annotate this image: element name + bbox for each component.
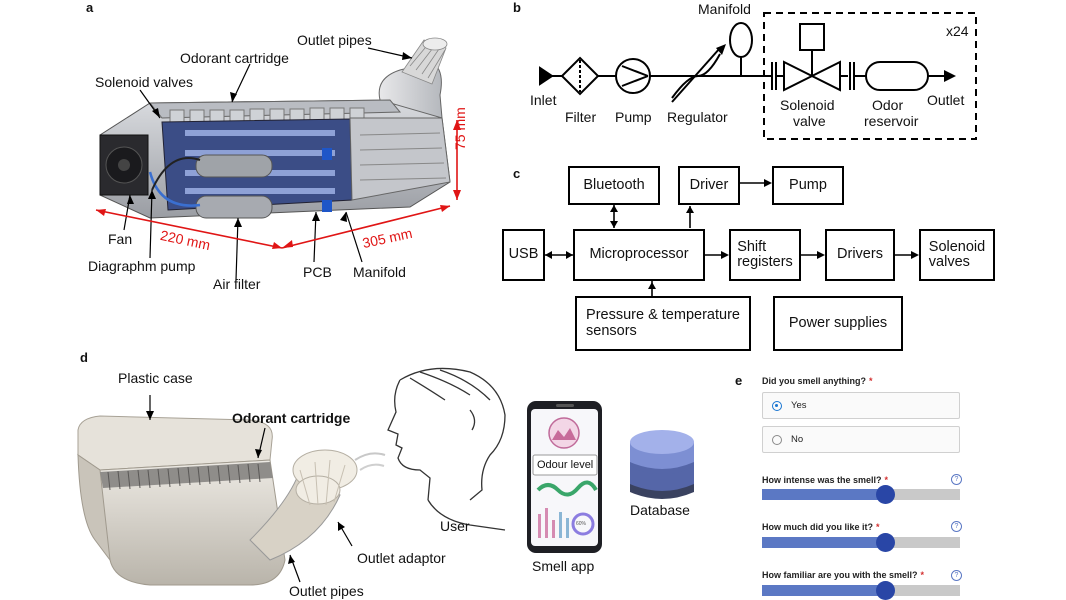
option-yes[interactable]: Yes xyxy=(762,392,960,419)
radio-no[interactable] xyxy=(772,435,782,445)
phone-gauge-value: 60% xyxy=(576,521,587,527)
label-solenoid: Solenoid xyxy=(780,97,835,113)
box-microprocessor: Microprocessor xyxy=(573,229,705,281)
box-driver: Driver xyxy=(678,166,740,205)
slider-knob[interactable] xyxy=(875,581,895,600)
label-plastic-case: Plastic case xyxy=(118,370,193,386)
box-bluetooth: Bluetooth xyxy=(568,166,660,205)
question-3-text: How much did you like it? xyxy=(762,522,874,532)
label-diagraphm-pump: Diagraphm pump xyxy=(88,258,196,274)
slider-fill xyxy=(762,585,885,596)
label-manifold-b: Manifold xyxy=(698,1,751,17)
slider-fill xyxy=(762,489,885,500)
help-icon[interactable]: ? xyxy=(951,570,962,581)
box-shift-registers: Shift registers xyxy=(729,229,801,281)
database-icon xyxy=(630,430,694,499)
box-pressure-sensors: Pressure & temperature sensors xyxy=(575,296,751,351)
dimension-lines xyxy=(95,120,461,249)
survey-question-3: How much did you like it?* xyxy=(762,522,880,532)
required-mark: * xyxy=(869,376,873,386)
survey-question-2: How intense was the smell?* xyxy=(762,475,888,485)
panel-label-a: a xyxy=(86,0,94,15)
label-pump: Pump xyxy=(615,109,652,125)
smartphone xyxy=(527,401,602,553)
user-head xyxy=(387,367,506,531)
label-filter: Filter xyxy=(565,109,596,125)
box-pump: Pump xyxy=(772,166,844,205)
label-fan: Fan xyxy=(108,231,133,247)
survey-question-4: How familiar are you with the smell?* xyxy=(762,570,924,580)
required-mark: * xyxy=(876,522,880,532)
question-1-text: Did you smell anything? xyxy=(762,376,867,386)
box-power-supplies: Power supplies xyxy=(773,296,903,351)
label-outlet-adaptor: Outlet adaptor xyxy=(357,550,446,566)
label-manifold: Manifold xyxy=(353,264,406,280)
option-yes-label: Yes xyxy=(791,400,807,411)
slider-fill xyxy=(762,537,885,548)
required-mark: * xyxy=(920,570,925,580)
device-render xyxy=(95,37,461,281)
slider-intensity[interactable] xyxy=(762,485,960,504)
label-database: Database xyxy=(630,502,690,518)
label-x24: x24 xyxy=(946,23,969,39)
pump-cylinder xyxy=(195,154,273,178)
help-icon[interactable]: ? xyxy=(951,521,962,532)
slider-familiarity[interactable] xyxy=(762,581,960,600)
label-user: User xyxy=(440,518,470,534)
radio-yes[interactable] xyxy=(772,401,782,411)
slider-knob[interactable] xyxy=(875,533,895,552)
wearable-illustration xyxy=(77,367,694,586)
option-no[interactable]: No xyxy=(762,426,960,453)
air-filter-cylinder xyxy=(195,195,273,219)
outlet-pipe-bundle xyxy=(401,37,448,85)
question-4-text: How familiar are you with the smell? xyxy=(762,570,918,580)
pneumatic-schematic: x24 Inlet Filter Pump Regulator Manifold… xyxy=(530,1,977,140)
panel-label-c: c xyxy=(513,166,521,181)
box-drivers: Drivers xyxy=(825,229,895,281)
label-outlet-b: Outlet xyxy=(927,92,964,108)
block-diagram-connectors xyxy=(545,179,919,296)
panel-label-b: b xyxy=(513,0,521,15)
label-pcb: PCB xyxy=(303,264,332,280)
option-no-label: No xyxy=(791,434,804,445)
label-regulator: Regulator xyxy=(667,109,728,125)
label-air-filter: Air filter xyxy=(213,276,261,292)
phone-odour-level: Odour level xyxy=(537,459,594,471)
label-outlet-pipes: Outlet pipes xyxy=(297,32,372,48)
box-usb: USB xyxy=(502,229,545,281)
device-housing xyxy=(99,37,451,219)
label-smell-app: Smell app xyxy=(532,558,595,574)
label-outlet-pipes-d: Outlet pipes xyxy=(289,583,364,599)
required-mark: * xyxy=(884,475,889,485)
panel-label-e: e xyxy=(735,373,743,388)
label-inlet: Inlet xyxy=(530,92,557,108)
label-solenoid-valves: Solenoid valves xyxy=(95,74,194,90)
slider-knob[interactable] xyxy=(875,485,895,504)
question-2-text: How intense was the smell? xyxy=(762,475,882,485)
label-reservoir: reservoir xyxy=(864,113,919,129)
label-odor: Odor xyxy=(872,97,903,113)
panel-label-d: d xyxy=(80,350,88,365)
label-valve: valve xyxy=(793,113,826,129)
label-odorant-cartridge: Odorant cartridge xyxy=(180,50,289,66)
label-odorant-cartridge-d: Odorant cartridge xyxy=(232,410,351,426)
box-solenoid-valves: Solenoid valves xyxy=(919,229,995,281)
slider-liking[interactable] xyxy=(762,533,960,552)
help-icon[interactable]: ? xyxy=(951,474,962,485)
plastic-case xyxy=(77,415,386,586)
survey-question-1: Did you smell anything?* xyxy=(762,376,873,386)
